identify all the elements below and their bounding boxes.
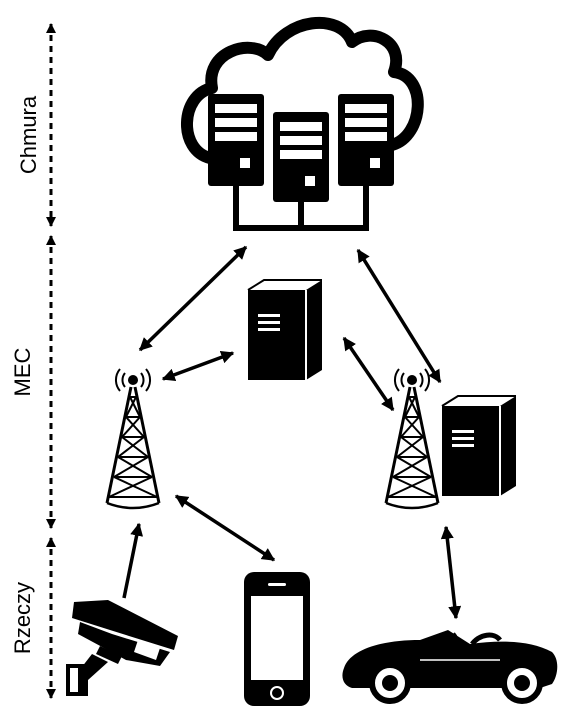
arrow-tower-right-car xyxy=(440,525,462,620)
arrow-server-tower-right xyxy=(342,336,395,412)
layer-label-cloud: Chmura xyxy=(16,95,41,174)
mec-server-right-icon xyxy=(441,395,517,497)
arrow-tower-left-phone xyxy=(174,494,276,562)
cell-tower-left-icon xyxy=(105,367,161,510)
arrow-camera-tower-left xyxy=(122,522,144,599)
mec-server-left-icon xyxy=(247,279,323,381)
arrow-cloud-tower-left xyxy=(138,245,248,352)
smartphone-icon xyxy=(244,572,310,706)
cloud-servers-icon xyxy=(181,16,424,231)
layer-label-things: Rzeczy xyxy=(10,582,35,654)
sports-car-icon xyxy=(342,630,558,704)
arrow-tower-left-server xyxy=(161,350,235,382)
connections xyxy=(122,245,462,620)
security-camera-icon xyxy=(66,600,178,696)
arrow-cloud-tower-right xyxy=(356,248,442,384)
layer-label-mec: MEC xyxy=(10,347,35,396)
cell-tower-right-icon xyxy=(384,367,440,510)
